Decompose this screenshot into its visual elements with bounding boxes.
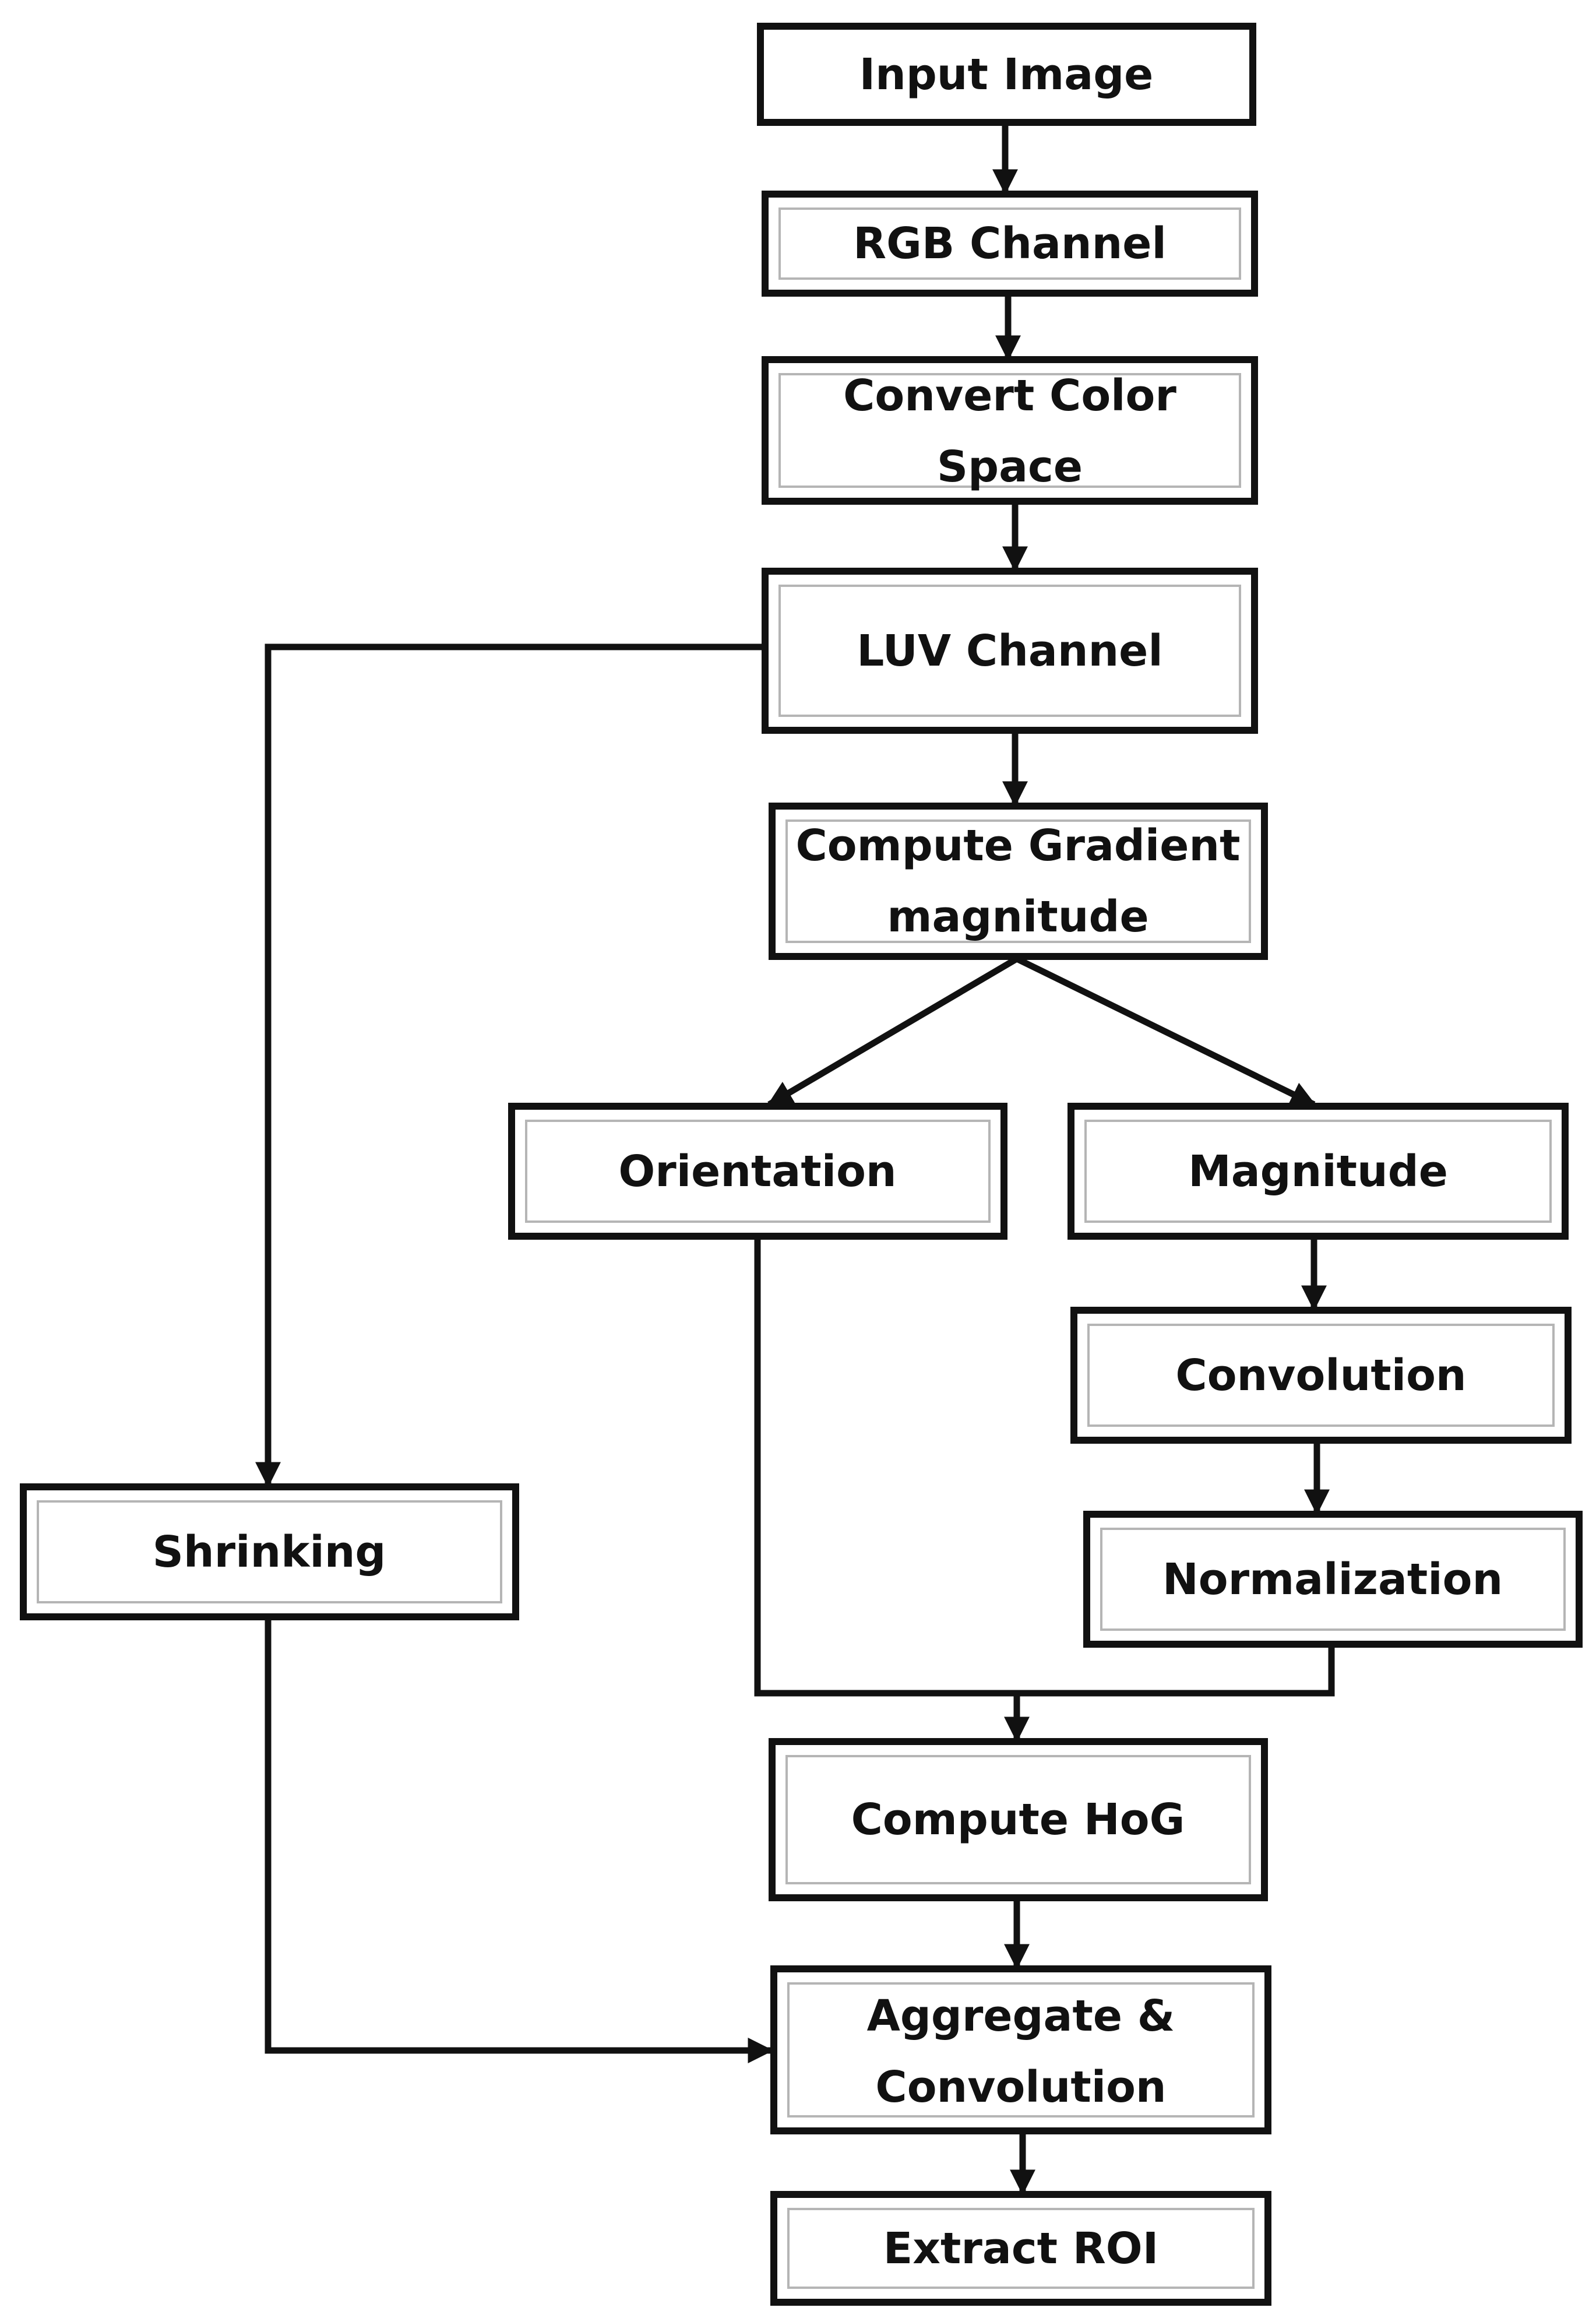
- node-label-line: Convolution: [875, 2062, 1166, 2112]
- svg-text:Extract ROI: Extract ROI: [883, 2224, 1159, 2274]
- svg-text:Input Image: Input Image: [859, 50, 1154, 100]
- node-luv-channel: LUV Channel: [762, 568, 1258, 734]
- node-label-line: Normalization: [1162, 1554, 1503, 1605]
- node-normalization: Normalization: [1083, 1511, 1583, 1648]
- node-label-line: Magnitude: [1188, 1146, 1448, 1197]
- edge-orientation-to-merge: [754, 1239, 1017, 1697]
- svg-text:Normalization: Normalization: [1162, 1554, 1503, 1605]
- node-shrinking: Shrinking: [20, 1483, 519, 1620]
- node-label-line: Orientation: [618, 1146, 896, 1197]
- node-label-line: Space: [937, 442, 1083, 492]
- svg-text:RGB Channel: RGB Channel: [853, 219, 1167, 269]
- node-magnitude: Magnitude: [1067, 1103, 1569, 1240]
- node-compute-gradient-magnitude: Compute Gradient magnitude: [769, 803, 1268, 960]
- edge-normalization-to-merge: [1017, 1647, 1335, 1697]
- node-compute-hog: Compute HoG: [769, 1738, 1268, 1901]
- node-rgb-channel: RGB Channel: [762, 191, 1258, 297]
- edge-gradient-to-orientation: [767, 956, 1019, 1107]
- svg-text:Compute HoG: Compute HoG: [851, 1795, 1185, 1845]
- node-label-line: RGB Channel: [853, 219, 1167, 269]
- svg-text:LUV Channel: LUV Channel: [857, 626, 1162, 676]
- node-orientation: Orientation: [508, 1103, 1007, 1240]
- svg-text:Orientation: Orientation: [618, 1146, 896, 1197]
- edge-gradient-to-magnitude: [1015, 956, 1316, 1107]
- node-label-line: Compute Gradient: [796, 821, 1241, 871]
- svg-text:Aggregate &Convolution: Aggregate & Convolution: [867, 1991, 1175, 2112]
- node-input-image: Input Image: [757, 23, 1256, 126]
- node-label-line: LUV Channel: [857, 626, 1162, 676]
- edge-luv-to-shrinking: [255, 643, 763, 1488]
- node-label-line: Compute HoG: [851, 1795, 1185, 1845]
- node-label-line: Extract ROI: [883, 2224, 1159, 2274]
- node-label-line: Aggregate &: [867, 1991, 1175, 2041]
- svg-text:Convolution: Convolution: [1175, 1350, 1466, 1401]
- node-label-line: Input Image: [859, 50, 1154, 100]
- node-extract-roi: Extract ROI: [770, 2191, 1271, 2306]
- node-label-line: Convert Color: [843, 371, 1176, 421]
- node-aggregate-convolution: Aggregate & Convolution: [770, 1965, 1271, 2134]
- svg-text:Shrinking: Shrinking: [153, 1527, 386, 1577]
- node-label-line: Convolution: [1175, 1350, 1466, 1401]
- node-label-line: magnitude: [887, 892, 1148, 942]
- edge-shrinking-to-aggregate: [265, 1619, 774, 2063]
- node-convolution: Convolution: [1070, 1307, 1572, 1444]
- svg-text:Magnitude: Magnitude: [1188, 1146, 1448, 1197]
- node-label-line: Shrinking: [153, 1527, 386, 1577]
